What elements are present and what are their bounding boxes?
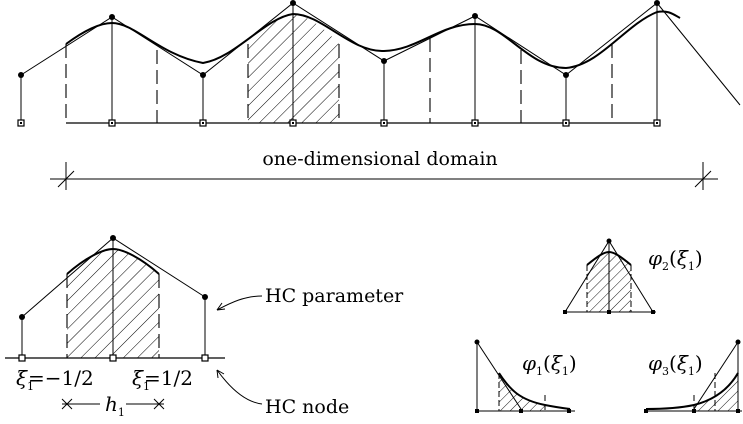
- hc-parameter-label: HC parameter: [265, 285, 404, 307]
- xi-left-label: ξ1=−1/2: [16, 366, 94, 393]
- hc-node-label: HC node: [265, 396, 349, 418]
- xi-right-label: ξ1=1/2: [132, 366, 193, 393]
- control-polygon: [20, 2, 741, 106]
- main-curve: [65, 10, 681, 70]
- main-diagram: one-dimensional domain: [17, 0, 741, 190]
- basis-phi1: φ1(ξ1): [474, 339, 577, 413]
- node-arrow: [216, 369, 263, 405]
- phi2-label: φ2(ξ1): [648, 246, 703, 273]
- hc-parameters: [18, 0, 660, 78]
- parameter-arrow: [216, 295, 263, 311]
- element-diagram: HC parameter HC node ξ1=−1/2 ξ1=1/2 h1: [5, 235, 404, 419]
- element-curve: [66, 247, 160, 275]
- phi3-label: φ3(ξ1): [648, 351, 703, 378]
- domain-dimension: [50, 162, 718, 190]
- h1-dimension: [61, 398, 165, 410]
- basis-phi3: φ3(ξ1): [644, 339, 742, 413]
- node-parameter-links: [20, 3, 658, 121]
- element-boundaries: [65, 38, 613, 123]
- basis-phi2: φ2(ξ1): [563, 238, 703, 314]
- phi1-label: φ1(ξ1): [522, 351, 577, 378]
- h1-label: h1: [105, 392, 125, 419]
- domain-label: one-dimensional domain: [262, 148, 497, 170]
